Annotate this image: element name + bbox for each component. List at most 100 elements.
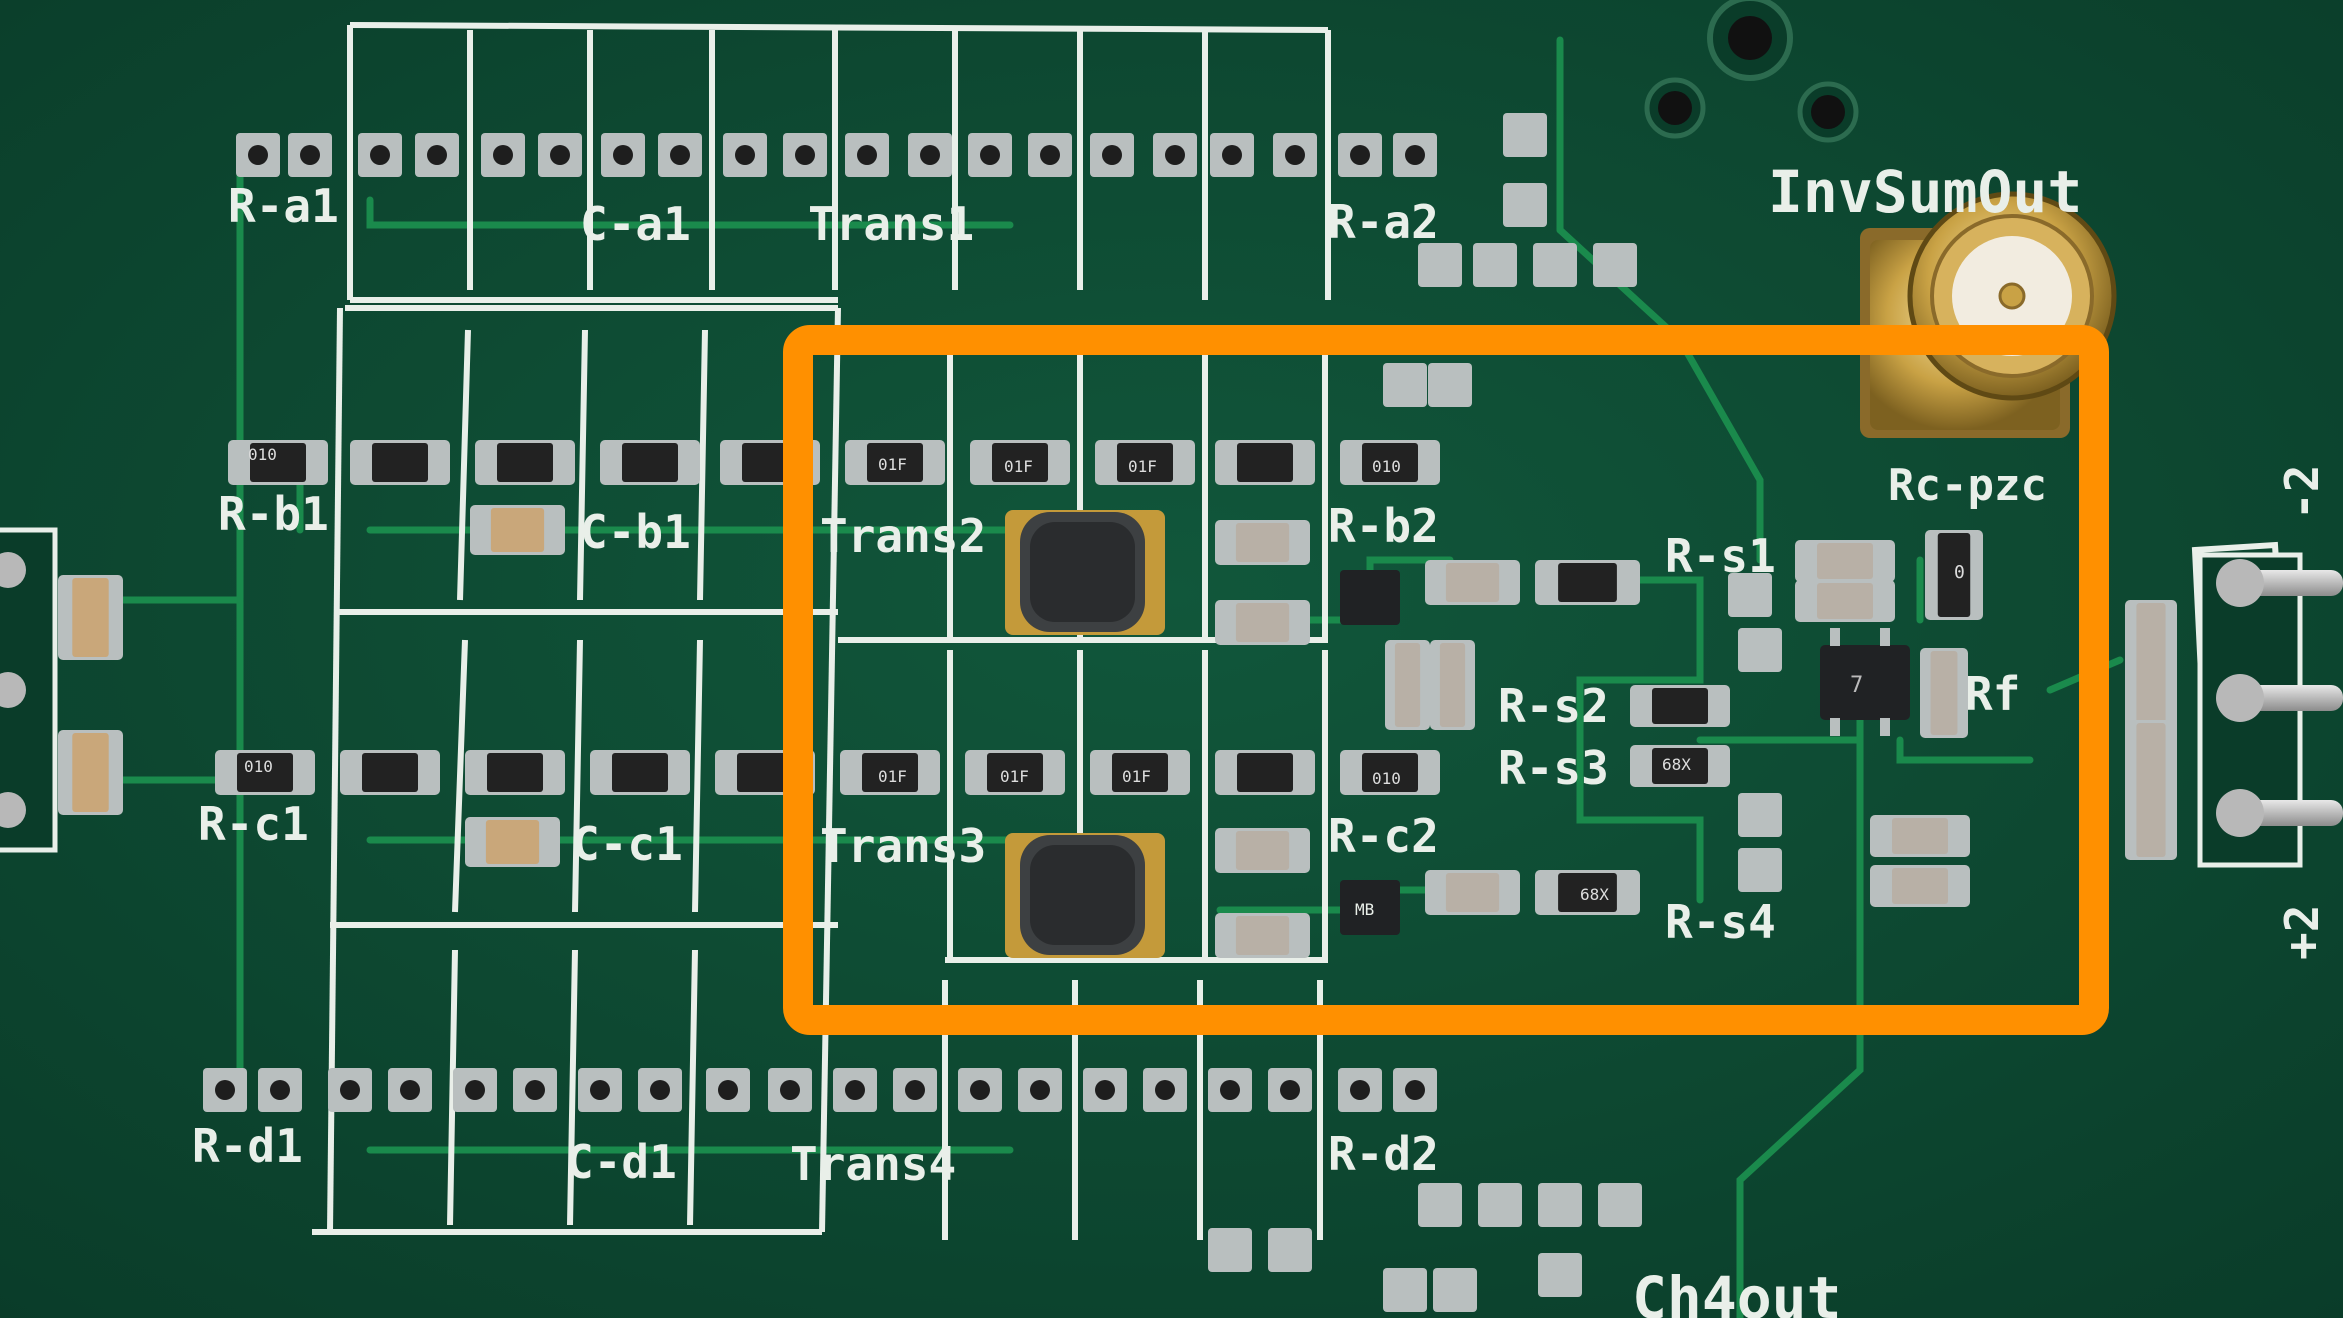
silkscreen-labels: R-a1 C-a1 Trans1 R-a2 R-b1 C-b1 Trans2 R… <box>192 158 2329 1318</box>
pad-row-a-3-hole <box>427 145 447 165</box>
smd-pad-8 <box>1728 573 1772 617</box>
pad-row-d-15-hole <box>1155 1080 1175 1100</box>
resistor-row-b-0 <box>228 440 328 485</box>
label-inv-sum-out: InvSumOut <box>1768 158 2082 226</box>
resistor-row-c-5 <box>840 750 940 795</box>
resistor-row-c-3 <box>590 750 690 795</box>
marking-r-b2-01f-3: 01F <box>1128 457 1157 476</box>
label-r-d1: R-d1 <box>192 1119 303 1173</box>
highlight-box <box>783 325 2109 1035</box>
smd-pad-3 <box>1473 243 1517 287</box>
smd-pad-14 <box>1538 1183 1582 1227</box>
marking-r-b2-01f-2: 01F <box>1004 457 1033 476</box>
transformer-trans3 <box>1005 833 1165 958</box>
label-rf: Rf <box>1965 667 2020 721</box>
resistor-near-r-s1 <box>1425 560 1520 605</box>
pad-row-a-18-hole <box>1350 145 1370 165</box>
transistor-b2 <box>1340 570 1400 625</box>
resistor-row-c-1 <box>340 750 440 795</box>
capacitor-mid-2 <box>1430 640 1475 730</box>
label-r-a1: R-a1 <box>228 179 339 233</box>
marking-r-s4-68x: 68X <box>1580 885 1609 904</box>
label-trans4: Trans4 <box>790 1137 956 1191</box>
marking-r-c-01f-2: 01F <box>1000 767 1029 786</box>
label-r-c2: R-c2 <box>1328 809 1439 863</box>
smd-pad-11 <box>1738 848 1782 892</box>
smd-pad-4 <box>1533 243 1577 287</box>
marking-r-c-01f-3: 01F <box>1122 767 1151 786</box>
pad-row-a-0-hole <box>248 145 268 165</box>
pad-row-a-2-hole <box>370 145 390 165</box>
transformer-trans2 <box>1005 510 1165 635</box>
pad-row-d-1-hole <box>270 1080 290 1100</box>
resistor-row-c-0 <box>215 750 315 795</box>
label-ch4out: Ch4out <box>1632 1264 1842 1318</box>
through-hole-pads <box>203 133 1437 1112</box>
label-trans1: Trans1 <box>808 197 974 251</box>
resistor-row-b-6 <box>970 440 1070 485</box>
marking-r-b1-010: 010 <box>248 445 277 464</box>
smd-pad-9 <box>1738 628 1782 672</box>
pad-row-a-11-hole <box>920 145 940 165</box>
smd-pad-10 <box>1738 793 1782 837</box>
resistor-row-b-5 <box>845 440 945 485</box>
label-c-a1: C-a1 <box>580 197 691 251</box>
label-r-c1: R-c1 <box>198 797 309 851</box>
pad-row-d-8-hole <box>718 1080 738 1100</box>
pad-row-a-8-hole <box>735 145 755 165</box>
capacitor-c-b1 <box>470 505 565 555</box>
marking-r-c-01f-1: 01F <box>878 767 907 786</box>
capacitor-r-b2-upper <box>1215 520 1310 565</box>
label-c-b1: C-b1 <box>580 505 691 559</box>
capacitor-lower-2 <box>1870 865 1970 907</box>
label-c-c1: C-c1 <box>572 817 683 871</box>
resistor-r-s1 <box>1535 560 1640 605</box>
label-edge-bottom: +2 <box>2275 905 2329 960</box>
capacitor-rc-pzc-2 <box>1795 580 1895 622</box>
label-rc-pzc: Rc-pzc <box>1888 460 2047 511</box>
capacitor-lower-1 <box>1870 815 1970 857</box>
resistor-row-b-1 <box>350 440 450 485</box>
pad-row-a-5-hole <box>550 145 570 165</box>
capacitor-mid-1 <box>1385 640 1430 730</box>
resistor-r-s4 <box>1535 870 1640 915</box>
marking-ic-7: 7 <box>1850 673 1863 698</box>
pad-row-d-6-hole <box>590 1080 610 1100</box>
label-r-d2: R-d2 <box>1328 1127 1439 1181</box>
marking-r-s3-68x: 68X <box>1662 755 1691 774</box>
pad-row-d-7-hole <box>650 1080 670 1100</box>
pad-row-a-16-hole <box>1222 145 1242 165</box>
capacitor-c-c1 <box>465 817 560 867</box>
smd-pad-2 <box>1418 243 1462 287</box>
resistor-row-c-2 <box>465 750 565 795</box>
smd-pad-16 <box>1208 1228 1252 1272</box>
capacitor-rc-pzc-1 <box>1795 540 1895 582</box>
smd-pad-17 <box>1268 1228 1312 1272</box>
resistor-row-c-7 <box>1090 750 1190 795</box>
pad-row-d-16-hole <box>1220 1080 1240 1100</box>
pad-row-a-12-hole <box>980 145 1000 165</box>
resistor-near-r-s4 <box>1425 870 1520 915</box>
smd-pad-7 <box>1428 363 1472 407</box>
marking-r-b2-010: 010 <box>1372 457 1401 476</box>
resistor-rc-pzc <box>1925 530 1983 620</box>
resistor-row-b-8 <box>1215 440 1315 485</box>
pad-row-a-9-hole <box>795 145 815 165</box>
smd-pad-6 <box>1383 363 1427 407</box>
pad-row-d-9-hole <box>780 1080 800 1100</box>
pad-row-d-4-hole <box>465 1080 485 1100</box>
pad-row-d-10-hole <box>845 1080 865 1100</box>
capacitor-r-c2-upper <box>1215 828 1310 873</box>
pad-row-a-7-hole <box>670 145 690 165</box>
label-trans2: Trans2 <box>820 509 986 563</box>
label-r-s2: R-s2 <box>1498 679 1609 733</box>
pad-row-d-5-hole <box>525 1080 545 1100</box>
pad-row-d-3-hole <box>400 1080 420 1100</box>
pad-row-d-12-hole <box>970 1080 990 1100</box>
pad-row-d-0-hole <box>215 1080 235 1100</box>
pad-row-d-13-hole <box>1030 1080 1050 1100</box>
marking-r-c2-010: 010 <box>1372 769 1401 788</box>
smd-pad-12 <box>1418 1183 1462 1227</box>
resistor-r-s2 <box>1630 685 1730 727</box>
